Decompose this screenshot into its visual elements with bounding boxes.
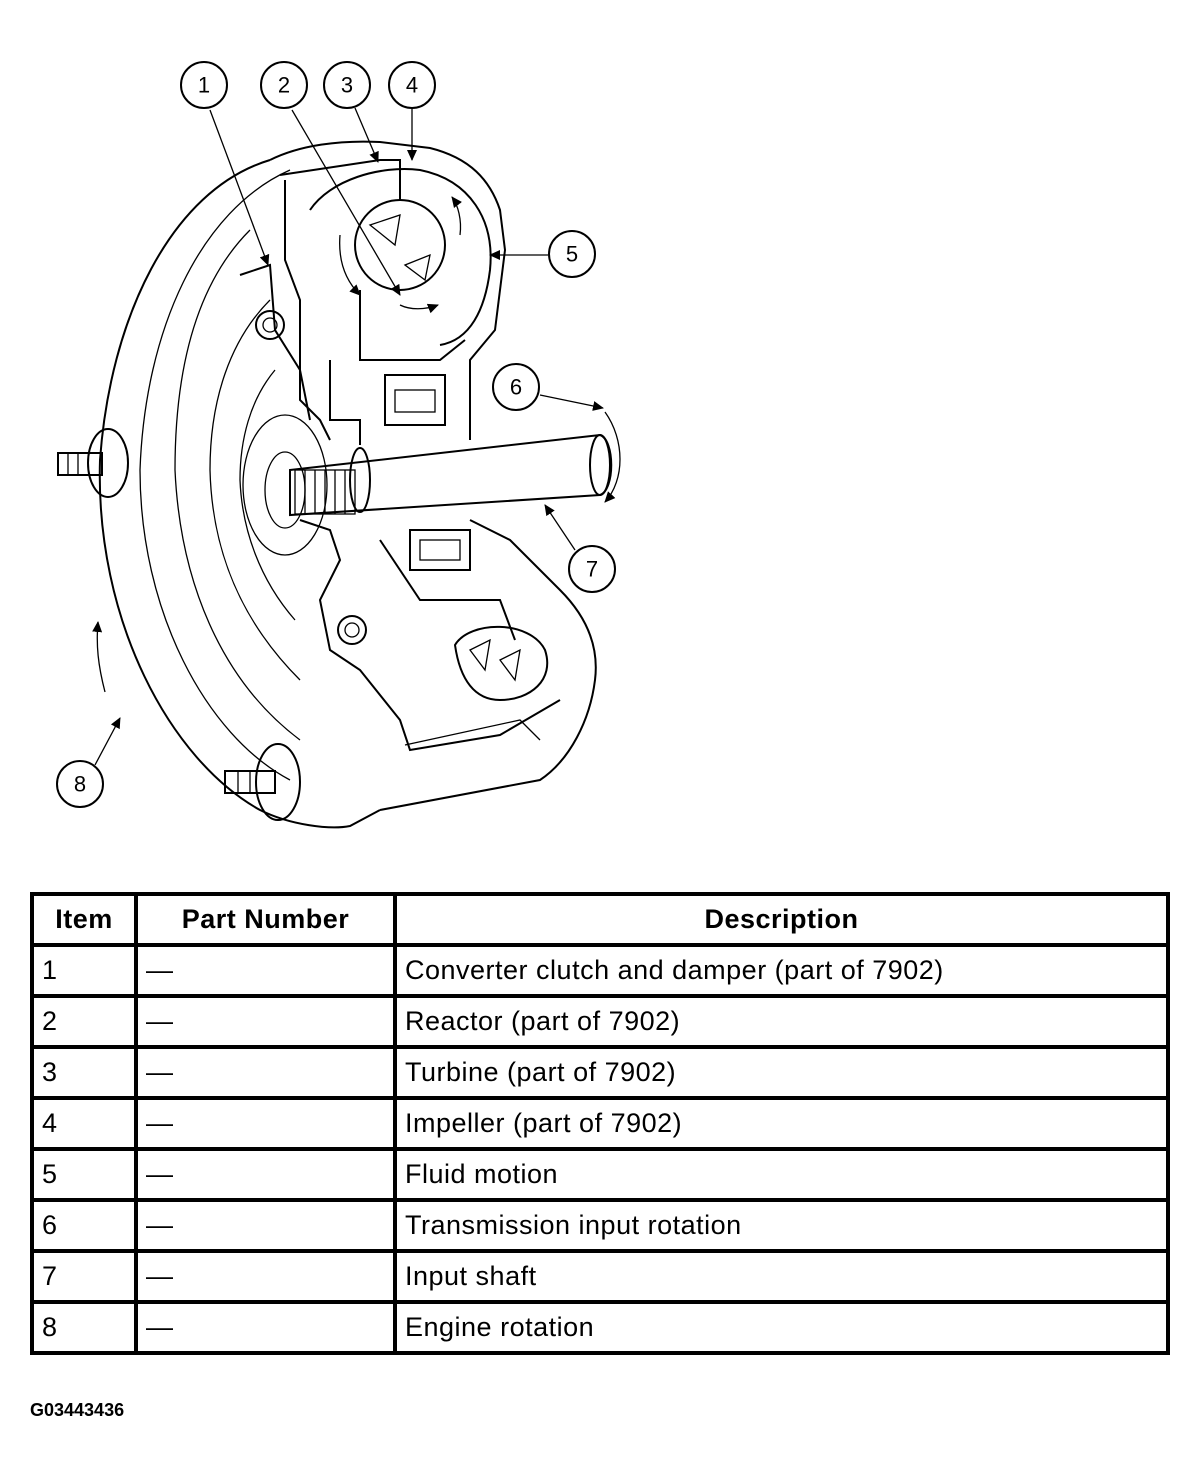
callout-1: 1 <box>180 61 228 109</box>
callout-2-label: 2 <box>278 73 290 98</box>
cell-part-number: — <box>134 994 397 1049</box>
cell-item: 8 <box>30 1300 138 1355</box>
parts-table: Item Part Number Description 1 — Convert… <box>30 892 1170 1355</box>
cell-item: 7 <box>30 1249 138 1304</box>
table-row: 2 — Reactor (part of 7902) <box>30 994 1170 1049</box>
converter-housing <box>98 140 597 829</box>
callout-8-label: 8 <box>74 772 86 797</box>
header-part-number: Part Number <box>134 892 397 947</box>
cell-part-number: — <box>134 1300 397 1355</box>
callout-6-label: 6 <box>510 375 522 400</box>
cutaway-lower-section <box>299 519 561 752</box>
cell-description: Impeller (part of 7902) <box>393 1096 1170 1151</box>
cell-part-number: — <box>134 1096 397 1151</box>
cell-description: Transmission input rotation <box>393 1198 1170 1253</box>
table-row: 3 — Turbine (part of 7902) <box>30 1045 1170 1100</box>
cell-part-number: — <box>134 943 397 998</box>
callout-3-label: 3 <box>341 73 353 98</box>
callout-2: 2 <box>260 61 308 109</box>
callout-4-label: 4 <box>406 73 418 98</box>
cell-part-number: — <box>134 1045 397 1100</box>
cell-item: 2 <box>30 994 138 1049</box>
table-row: 1 — Converter clutch and damper (part of… <box>30 943 1170 998</box>
cutaway-upper-section <box>239 159 492 445</box>
cell-description: Fluid motion <box>393 1147 1170 1202</box>
callout-7: 7 <box>568 545 616 593</box>
table-row: 7 — Input shaft <box>30 1249 1170 1304</box>
header-item: Item <box>30 892 138 947</box>
cell-description: Engine rotation <box>393 1300 1170 1355</box>
table-row: 5 — Fluid motion <box>30 1147 1170 1202</box>
cell-description: Reactor (part of 7902) <box>393 994 1170 1049</box>
leader-lines <box>92 107 621 766</box>
callout-5: 5 <box>548 230 596 278</box>
callout-5-label: 5 <box>566 242 578 267</box>
input-shaft <box>289 433 613 517</box>
figure-id: G03443436 <box>30 1400 125 1420</box>
cell-description: Turbine (part of 7902) <box>393 1045 1170 1100</box>
callout-4: 4 <box>388 61 436 109</box>
table-row: 6 — Transmission input rotation <box>30 1198 1170 1253</box>
fluid-motion-arrows <box>339 196 462 314</box>
table-header-row: Item Part Number Description <box>30 892 1170 947</box>
torque-converter-illustration: 1 2 3 4 5 6 7 8 <box>56 61 621 829</box>
cell-description: Input shaft <box>393 1249 1170 1304</box>
table-row: 4 — Impeller (part of 7902) <box>30 1096 1170 1151</box>
cell-description: Converter clutch and damper (part of 790… <box>393 943 1170 998</box>
callout-8: 8 <box>56 760 104 808</box>
header-description: Description <box>393 892 1170 947</box>
callout-1-label: 1 <box>198 73 210 98</box>
cell-part-number: — <box>134 1198 397 1253</box>
cell-item: 5 <box>30 1147 138 1202</box>
callout-3: 3 <box>323 61 371 109</box>
cell-item: 3 <box>30 1045 138 1100</box>
mounting-stud-lower <box>224 743 301 821</box>
callout-7-label: 7 <box>586 557 598 582</box>
cell-item: 4 <box>30 1096 138 1151</box>
callout-6: 6 <box>492 363 540 411</box>
cell-item: 1 <box>30 943 138 998</box>
cell-part-number: — <box>134 1147 397 1202</box>
cell-item: 6 <box>30 1198 138 1253</box>
cell-part-number: — <box>134 1249 397 1304</box>
table-row: 8 — Engine rotation <box>30 1300 1170 1355</box>
mounting-stud-upper <box>57 428 129 498</box>
